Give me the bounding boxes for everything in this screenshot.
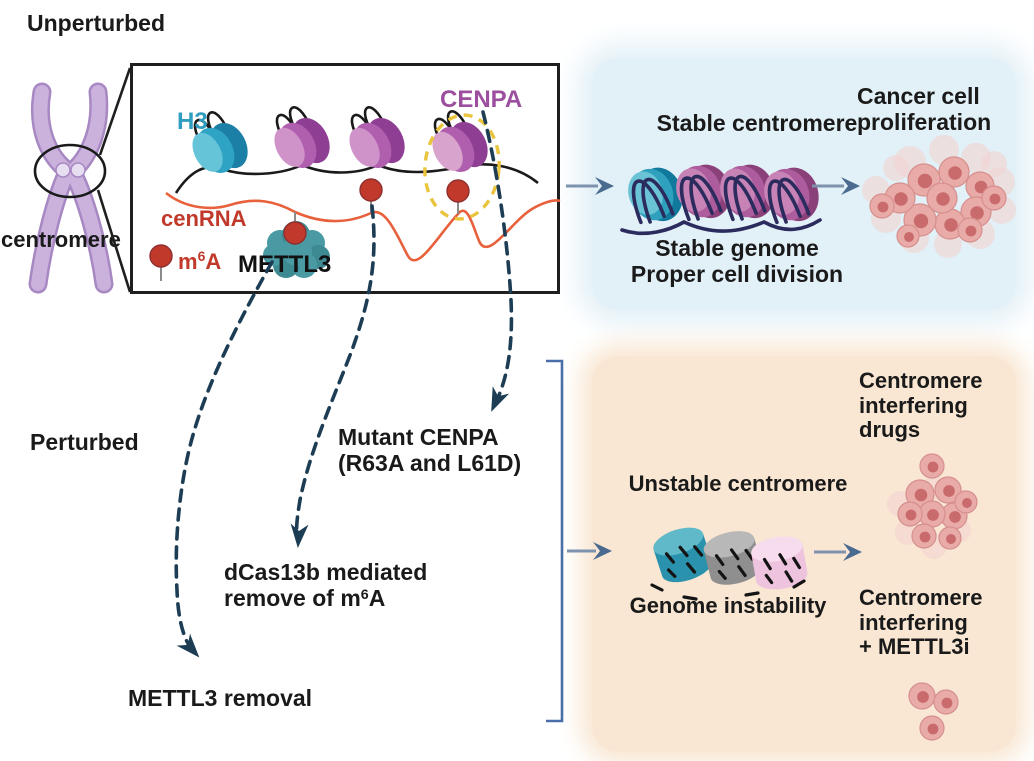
cell <box>913 213 929 229</box>
cell <box>927 723 939 735</box>
nucleosome-cenpa <box>274 106 330 168</box>
cell <box>927 461 939 473</box>
stable-centromere-heading: Stable centromere <box>656 110 858 136</box>
m6a-legend-icon <box>149 244 173 281</box>
chromosome-icon <box>28 82 114 294</box>
cenrna-label: cenRNA <box>161 206 247 231</box>
unstable-centromere-heading: Unstable centromere <box>628 471 848 496</box>
centromere-inset-box: H3 CENPA cenRNA METTL3 m6A <box>130 63 561 294</box>
cell <box>917 173 933 189</box>
mettl3-label: METTL3 <box>238 251 331 278</box>
cell <box>949 511 961 523</box>
proper-division-line: Proper cell division <box>630 260 844 287</box>
cell <box>904 232 914 242</box>
cenpa-label: CENPA <box>440 86 522 113</box>
stable-genome-text: Stable genome Proper cell division <box>597 235 877 288</box>
stable-chromatin-icon <box>620 164 822 236</box>
cell <box>944 218 958 232</box>
cell <box>914 488 928 502</box>
cell <box>965 225 977 237</box>
drugs-outcome-text: Centromere interfering drugs <box>859 368 983 443</box>
chromosome-arms <box>28 82 114 294</box>
cell <box>989 193 1001 205</box>
inset-illustration: H3 CENPA cenRNA METTL3 m6A <box>149 86 561 281</box>
drug-treated-cell-cluster <box>887 453 978 559</box>
combo-line1: Centromere <box>859 585 983 610</box>
cell <box>919 531 931 543</box>
cell <box>894 192 908 206</box>
cell <box>927 509 939 521</box>
drugs-line3: drugs <box>859 417 921 443</box>
cell <box>981 151 1007 177</box>
cell <box>948 166 962 180</box>
cancer-line2: proliferation <box>857 108 992 135</box>
m6a-icon <box>446 179 470 203</box>
dcas13b-line1: dCas13b mediated <box>224 559 428 585</box>
cell <box>883 155 909 181</box>
cancer-proliferation-text: Cancer cell proliferation <box>857 83 992 136</box>
perturbation-bracket <box>546 359 564 723</box>
combo-outcome-text: Centromere interfering + METTL3i <box>859 585 983 660</box>
nucleosome-cenpa <box>349 106 405 168</box>
unperturbed-title: Unperturbed <box>27 10 165 36</box>
cell <box>936 192 950 206</box>
cell <box>917 691 929 703</box>
combo-line3: + METTL3i <box>859 634 970 660</box>
drugs-line2: interfering <box>859 392 968 418</box>
centromere-magnifier-ellipse <box>33 143 107 199</box>
combo-treated-cell-cluster <box>908 682 959 741</box>
mutant-cenpa-text: Mutant CENPA (R63A and L61D) <box>338 424 522 477</box>
genome-instability-text: Genome instability <box>629 593 827 618</box>
mettl3-removal-text: METTL3 removal <box>128 685 313 711</box>
combo-line2: interfering <box>859 609 968 635</box>
centromere-dot <box>55 162 71 178</box>
drugs-line1: Centromere <box>859 368 983 393</box>
cell <box>970 206 984 220</box>
mutant-line1: Mutant CENPA <box>338 424 499 450</box>
cancer-line1: Cancer cell <box>857 83 980 109</box>
perturbed-title: Perturbed <box>30 429 139 455</box>
h3-label: H3 <box>177 108 208 135</box>
nucleosome-cenpa-highlighted <box>432 110 488 172</box>
cell <box>946 534 956 544</box>
cell <box>943 485 955 497</box>
dcas13b-line2: remove of m6A <box>224 584 386 611</box>
cell <box>941 697 953 709</box>
stable-genome-line: Stable genome <box>655 235 819 261</box>
cell <box>905 509 917 521</box>
cell <box>962 498 972 508</box>
dcas13b-text: dCas13b mediated remove of m6A <box>224 559 428 612</box>
cancer-cell-cluster <box>862 135 1016 258</box>
centromere-dot <box>70 162 86 178</box>
m6a-label: m6A <box>178 248 221 274</box>
unstable-chromatin-icon <box>650 527 808 601</box>
mutant-line2: (R63A and L61D) <box>338 449 522 476</box>
nucleosome-h3 <box>192 111 248 173</box>
m6a-icon <box>359 178 383 202</box>
m6a-icon <box>283 221 307 245</box>
centromere-label: centromere <box>1 227 121 252</box>
cell <box>877 201 889 213</box>
